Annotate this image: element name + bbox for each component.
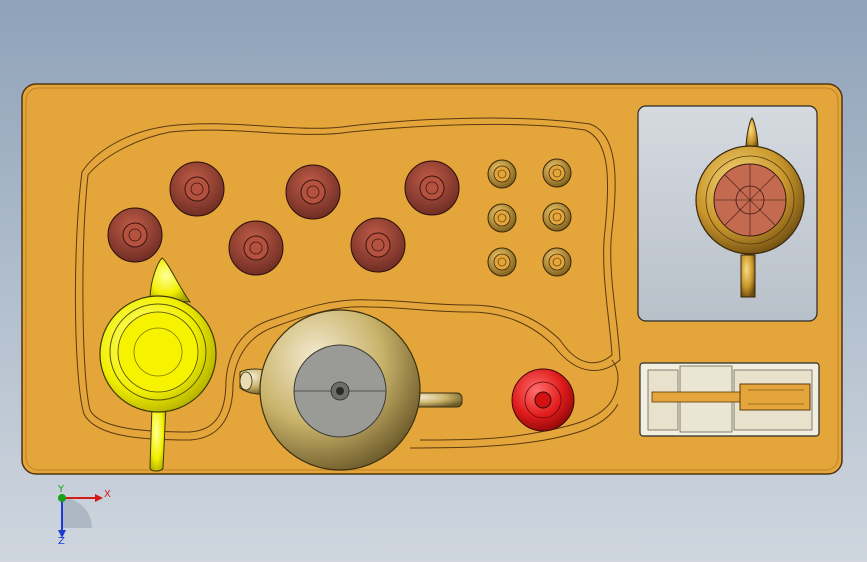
red-button[interactable] — [511, 368, 575, 432]
small-ring[interactable] — [487, 203, 517, 233]
z-axis-label: Z — [58, 536, 65, 547]
groove-track — [74, 117, 621, 449]
tray-plate[interactable] — [21, 83, 843, 475]
gold-teapot[interactable] — [239, 309, 463, 471]
cup[interactable] — [350, 217, 406, 273]
small-ring[interactable] — [487, 159, 517, 189]
cup[interactable] — [285, 164, 341, 220]
small-ring[interactable] — [542, 202, 572, 232]
small-ring[interactable] — [487, 247, 517, 277]
inset-slider-panel[interactable] — [639, 362, 820, 437]
small-rings-group — [487, 158, 572, 277]
cup[interactable] — [107, 207, 163, 263]
y-axis-label: Y — [57, 484, 65, 495]
small-ring[interactable] — [542, 158, 572, 188]
cup[interactable] — [169, 161, 225, 217]
x-axis-label: X — [104, 489, 111, 500]
lid-spokes — [714, 164, 786, 236]
yellow-teapot[interactable] — [99, 257, 217, 472]
inset-panel-teapot[interactable] — [637, 105, 818, 322]
y-axis-dot-icon — [58, 494, 66, 502]
cups-group — [107, 160, 460, 276]
cup[interactable] — [404, 160, 460, 216]
coordinate-triad: X Y Z — [57, 484, 111, 547]
cup[interactable] — [228, 220, 284, 276]
z-axis-arrow-icon — [58, 530, 66, 538]
x-axis-arrow-icon — [95, 494, 103, 502]
small-ring[interactable] — [542, 247, 572, 277]
